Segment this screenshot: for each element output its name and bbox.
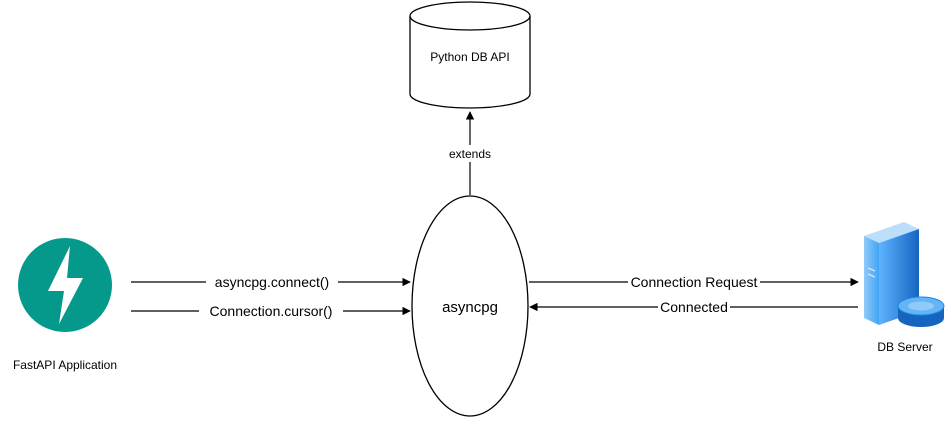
server-database-icon [864, 222, 945, 327]
python-db-api-node[interactable]: Python DB API [409, 1, 531, 109]
fastapi-application-label: FastAPI Application [13, 358, 117, 372]
cursor-label: Connection.cursor() [210, 303, 333, 319]
connected-label: Connected [660, 299, 728, 315]
connection-request-label: Connection Request [631, 274, 758, 290]
cursor-edge: Connection.cursor() [131, 302, 411, 320]
python-db-api-label: Python DB API [430, 50, 509, 64]
db-server-node[interactable]: DB Server [864, 222, 945, 354]
asyncpg-label: asyncpg [442, 299, 498, 316]
connection-request-edge: Connection Request [529, 273, 859, 291]
db-server-label: DB Server [877, 340, 932, 354]
connected-edge: Connected [529, 298, 858, 316]
fastapi-logo-icon [18, 238, 112, 332]
connect-label: asyncpg.connect() [215, 274, 329, 290]
extends-label: extends [449, 147, 491, 161]
asyncpg-node[interactable]: asyncpg [411, 195, 529, 417]
connect-edge: asyncpg.connect() [131, 273, 411, 291]
fastapi-application-node[interactable]: FastAPI Application [13, 238, 117, 372]
extends-edge: extends [443, 111, 497, 195]
